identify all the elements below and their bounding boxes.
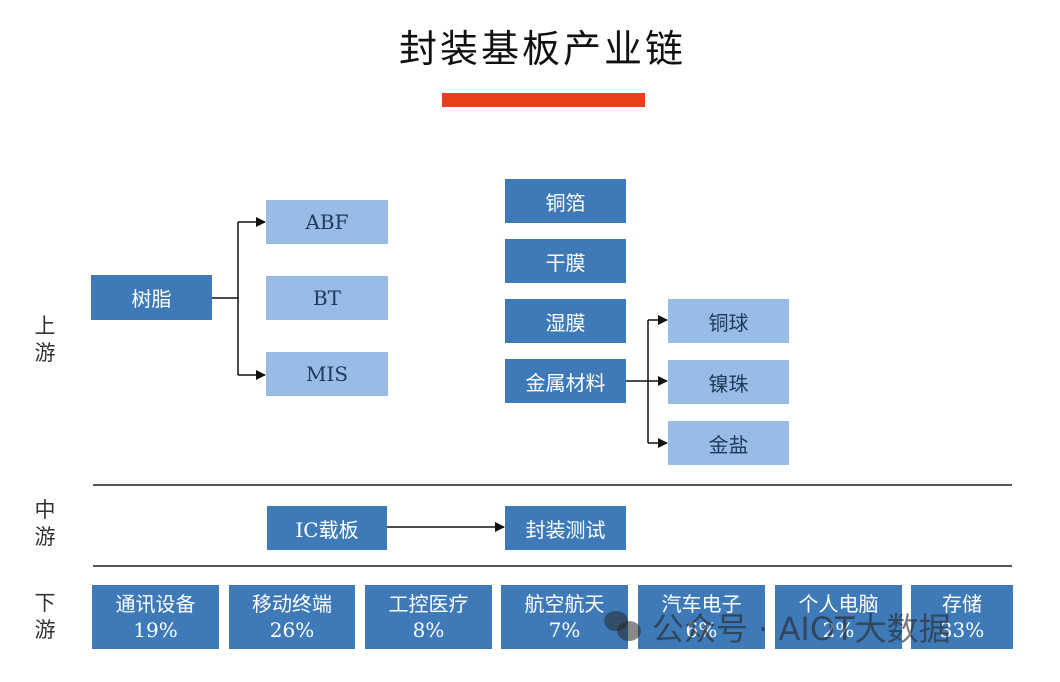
watermark: 公众号 · AIOT大数据 xyxy=(604,604,951,650)
downstream-name: 工控医疗 xyxy=(388,592,469,616)
node-dry-film: 干膜 xyxy=(505,239,626,283)
node-resin: 树脂 xyxy=(91,275,212,320)
stage-downstream-char-1: 下 xyxy=(34,591,56,615)
downstream-name: 汽车电子 xyxy=(661,592,742,616)
node-packaging-test: 封装测试 xyxy=(505,506,626,550)
node-ic-substrate: IC载板 xyxy=(267,506,387,550)
stage-upstream-char-1: 上 xyxy=(34,314,56,338)
downstream-item: 工控医疗 8% xyxy=(365,585,492,649)
node-copper-foil: 铜箔 xyxy=(505,179,626,223)
downstream-name: 移动终端 xyxy=(252,592,332,616)
downstream-share: 19% xyxy=(133,618,178,642)
downstream-item: 个人电脑 2% xyxy=(775,585,902,649)
stage-midstream-char-1: 中 xyxy=(34,498,56,522)
node-abf: ABF xyxy=(266,200,388,244)
downstream-name: 航空航天 xyxy=(524,592,605,616)
downstream-share: 8% xyxy=(412,618,445,642)
node-copper-ball: 铜球 xyxy=(668,299,789,343)
stage-downstream: 下 游 xyxy=(33,590,57,644)
node-bt: BT xyxy=(266,276,388,320)
divider-midstream-downstream xyxy=(93,565,1012,567)
downstream-item: 汽车电子 6% xyxy=(638,585,765,649)
downstream-share: 33% xyxy=(939,618,985,642)
downstream-item: 航空航天 7% xyxy=(501,585,628,649)
downstream-share: 6% xyxy=(685,618,718,642)
downstream-name: 个人电脑 xyxy=(798,592,879,616)
diagram-title: 封装基板产业链 xyxy=(398,27,686,71)
stage-upstream: 上 游 xyxy=(33,313,57,367)
downstream-item: 通讯设备 19% xyxy=(92,585,219,649)
downstream-item: 存储 33% xyxy=(911,585,1013,649)
downstream-share: 7% xyxy=(548,618,581,642)
downstream-name: 通讯设备 xyxy=(115,592,196,616)
node-wet-film: 湿膜 xyxy=(505,299,626,343)
node-nickel-bead: 镍珠 xyxy=(668,360,789,404)
node-mis: MIS xyxy=(266,352,388,396)
stage-midstream: 中 游 xyxy=(33,497,57,551)
divider-upstream-midstream xyxy=(93,484,1012,486)
downstream-name: 存储 xyxy=(942,592,982,616)
stage-downstream-char-2: 游 xyxy=(34,618,56,642)
wechat-icon xyxy=(604,611,642,643)
node-metal-materials: 金属材料 xyxy=(505,359,626,403)
stage-upstream-char-2: 游 xyxy=(34,341,56,365)
watermark-text: 公众号 · AIOT大数据 xyxy=(652,610,951,648)
node-gold-salt: 金盐 xyxy=(668,421,789,465)
downstream-share: 26% xyxy=(269,618,315,642)
stage-midstream-char-2: 游 xyxy=(34,525,56,549)
title-underline xyxy=(442,93,645,107)
downstream-item: 移动终端 26% xyxy=(229,585,355,649)
downstream-share: 2% xyxy=(822,618,855,642)
